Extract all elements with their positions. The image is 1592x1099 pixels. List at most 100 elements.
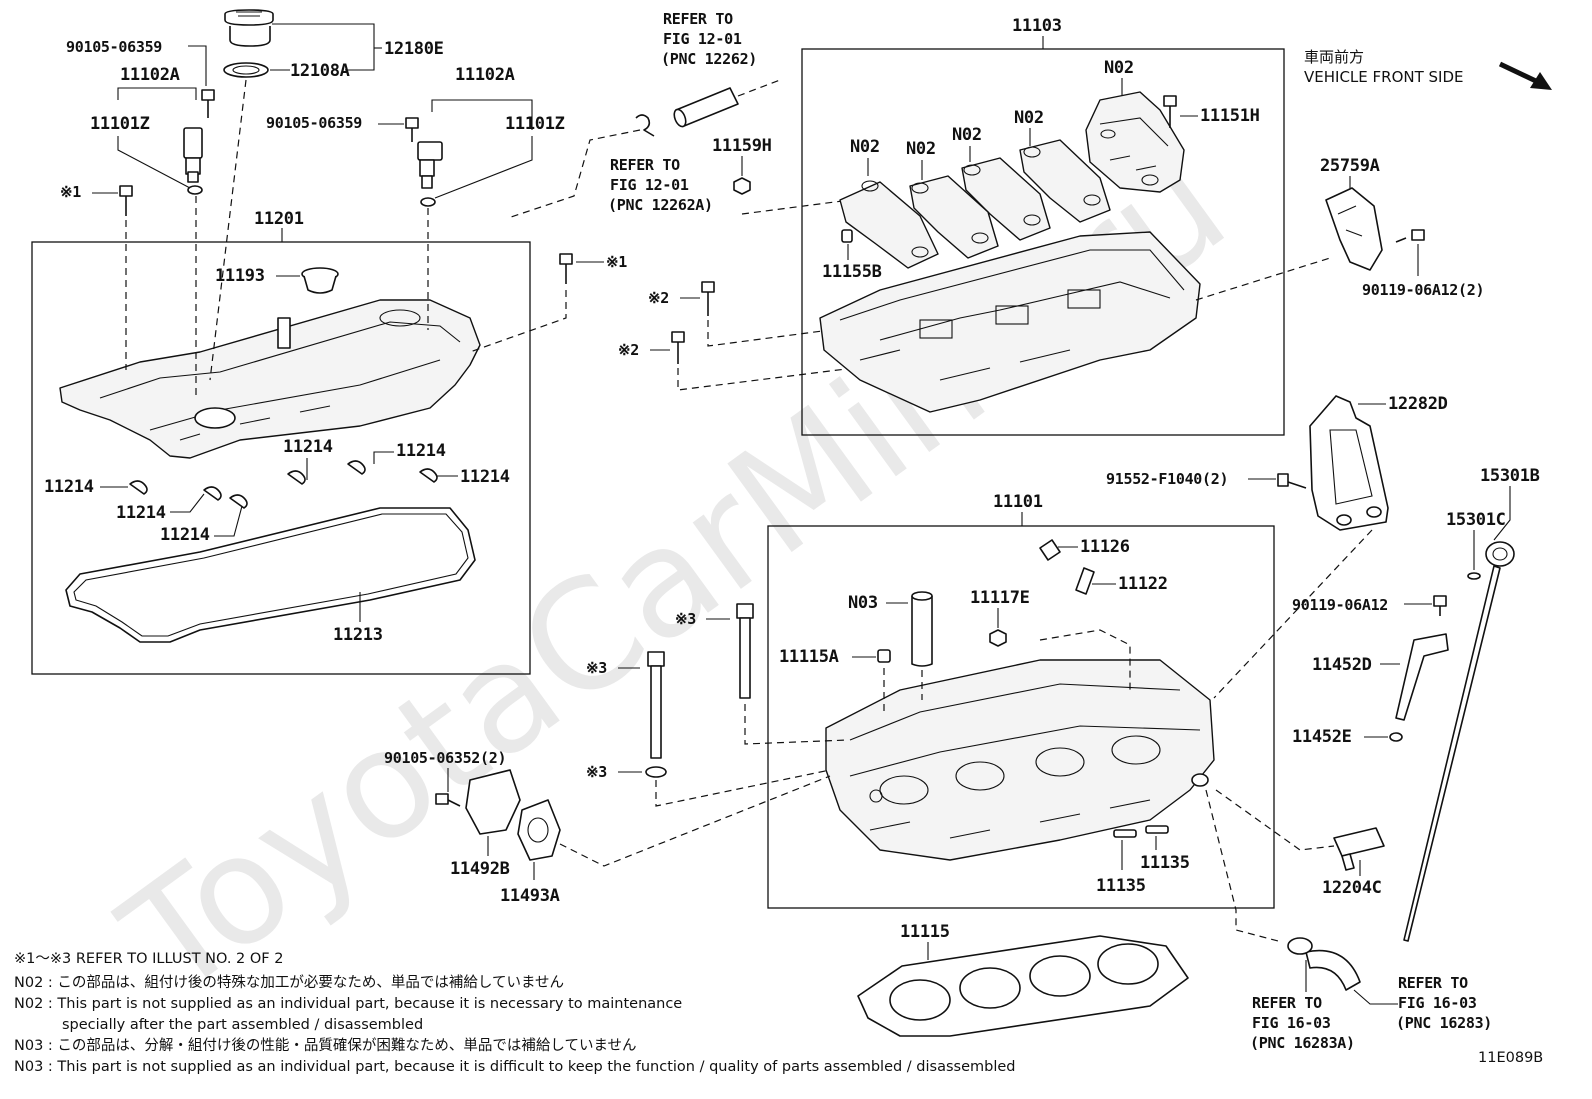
callout-25759A: 25759A (1320, 156, 1380, 176)
bolt-91552-F1040-2[interactable] (1277, 473, 1307, 489)
callout-ref2-a: ※2 (648, 289, 669, 307)
callout-11101Z-b: 11101Z (505, 114, 565, 134)
oil-filler-neck-11193[interactable] (301, 267, 339, 294)
bolt-ref1-a[interactable] (119, 185, 133, 216)
washer-ref3[interactable] (645, 766, 667, 778)
callout-ref3-b: ※3 (586, 659, 607, 677)
pin-11122[interactable] (1075, 567, 1095, 595)
svg-text:(PNC 12262A): (PNC 12262A) (608, 196, 713, 214)
bracket-25759A[interactable] (1325, 187, 1383, 271)
oil-level-gauge-15301B[interactable] (1403, 541, 1515, 942)
callout-11214-b: 11214 (396, 441, 446, 461)
camshaft-position-sensor-a[interactable] (183, 127, 203, 183)
plug-11117E[interactable] (989, 629, 1007, 647)
pin-11135-b[interactable] (1145, 825, 1169, 834)
plug-11214-f[interactable] (229, 494, 248, 509)
svg-text:FIG 12-01: FIG 12-01 (610, 176, 689, 194)
callout-11214-d: 11214 (44, 477, 94, 497)
plug-11214-a[interactable] (287, 470, 306, 485)
svg-text:FIG 16-03: FIG 16-03 (1398, 994, 1477, 1012)
gasket-11493A[interactable] (517, 799, 561, 861)
callout-90105-06352-2: 90105-06352(2) (384, 749, 506, 767)
pin-11115A[interactable] (877, 649, 891, 663)
o-ring-sensor-a[interactable] (187, 185, 203, 195)
sleeve-N03[interactable] (911, 591, 933, 667)
cover-plate-11492B[interactable] (465, 769, 521, 835)
refer-fig12-01-pnc12262[interactable]: REFER TO FIG 12-01 (PNC 12262) (661, 10, 757, 68)
plug-11214-d[interactable] (129, 480, 148, 495)
callout-ref2-b: ※2 (618, 341, 639, 359)
front-arrow-icon (1498, 61, 1552, 90)
nut-11159H[interactable] (733, 177, 751, 195)
camshaft-bearing-cap-2[interactable] (909, 175, 999, 259)
frame-cylinder-head (767, 525, 1275, 909)
callout-ref1-a: ※1 (60, 183, 81, 201)
bolt-90119-06A12[interactable] (1433, 595, 1447, 616)
o-ring-sensor-b[interactable] (420, 197, 436, 207)
bolt-90105-06359-a[interactable] (201, 89, 215, 118)
callout-11159H: 11159H (712, 136, 772, 156)
svg-text:REFER TO: REFER TO (610, 156, 680, 174)
note-line-1: ※1～※3 REFER TO ILLUST NO. 2 OF 2 (14, 951, 283, 967)
bolt-11151H[interactable] (1163, 95, 1177, 128)
callout-11214-f: 11214 (160, 525, 210, 545)
bolt-90105-06359-b[interactable] (405, 117, 419, 142)
engine-hanger-12282D[interactable] (1309, 395, 1389, 531)
hose-clip[interactable] (635, 114, 655, 137)
callout-11452D: 11452D (1312, 655, 1372, 675)
head-cover-gasket-11213[interactable] (65, 507, 476, 643)
callout-12108A: 12108A (290, 61, 350, 81)
callout-N02-a: N02 (850, 137, 880, 157)
cylinder-head-body[interactable] (825, 659, 1215, 861)
callout-11135-b: 11135 (1140, 853, 1190, 873)
callout-11115: 11115 (900, 922, 950, 942)
oil-filler-cap[interactable] (224, 9, 274, 47)
bolt-90105-06352-2[interactable] (435, 793, 461, 807)
camshaft-bearing-cap-4[interactable] (1019, 139, 1111, 223)
cylinder-head-cover-11201[interactable] (59, 299, 481, 459)
callout-11214-a: 11214 (283, 437, 333, 457)
pin-11135-a[interactable] (1113, 829, 1137, 838)
head-bolt-ref3-a[interactable] (736, 603, 754, 699)
knock-pin-11155B[interactable] (841, 229, 853, 243)
callout-11126: 11126 (1080, 537, 1130, 557)
callout-90119-06A12-2: 90119-06A12(2) (1362, 281, 1484, 299)
callout-11102A-b: 11102A (455, 65, 515, 85)
camshaft-housing-body[interactable] (819, 231, 1201, 413)
o-ring-11452E[interactable] (1389, 732, 1403, 742)
bolt-90119-06A12-2[interactable] (1395, 229, 1425, 243)
plug-11214-e[interactable] (203, 486, 222, 501)
camshaft-bearing-cap-3[interactable] (961, 157, 1051, 241)
bolt-ref1-b[interactable] (559, 253, 573, 284)
refer-fig16-03-pnc16283[interactable]: REFER TO FIG 16-03 (PNC 16283) (1396, 974, 1492, 1032)
filler-cap-gasket[interactable] (223, 62, 269, 78)
refer-fig16-03-pnc16283A[interactable]: REFER TO FIG 16-03 (PNC 16283A) (1250, 994, 1355, 1052)
cylinder-head-gasket-11115[interactable] (857, 935, 1189, 1037)
bolt-ref2-b[interactable] (671, 331, 685, 364)
callout-11102A-a: 11102A (120, 65, 180, 85)
callout-11201: 11201 (254, 209, 304, 229)
refer-fig12-01-pnc12262A[interactable]: REFER TO FIG 12-01 (PNC 12262A) (608, 156, 713, 214)
note-line-2: N02 : この部品は、組付け後の特殊な加工が必要なため、単品では補給していませ… (14, 974, 564, 991)
ventilation-pipe[interactable] (672, 87, 739, 128)
callout-12204C: 12204C (1322, 878, 1382, 898)
callout-11214-e: 11214 (116, 503, 166, 523)
plug-11214-b[interactable] (347, 460, 366, 475)
camshaft-bearing-cap-front[interactable] (1085, 91, 1185, 193)
bushing-11126[interactable] (1039, 539, 1061, 561)
dipstick-guide-11452D[interactable] (1395, 633, 1449, 721)
callout-90105-06359-b: 90105-06359 (266, 114, 362, 132)
o-ring-15301C[interactable] (1467, 572, 1481, 580)
callout-11492B: 11492B (450, 859, 510, 879)
plug-11214-c[interactable] (419, 468, 438, 483)
camshaft-bearing-cap-1[interactable] (839, 180, 939, 269)
svg-text:(PNC 16283): (PNC 16283) (1396, 1014, 1492, 1032)
head-bolt-ref3-b[interactable] (647, 651, 665, 759)
callout-90119-06A12: 90119-06A12 (1292, 596, 1388, 614)
bolt-ref2-a[interactable] (701, 281, 715, 316)
camshaft-position-sensor-b[interactable] (417, 141, 443, 189)
water-hose[interactable] (1287, 937, 1361, 991)
sensor-12204C[interactable] (1333, 827, 1385, 871)
callout-11101: 11101 (993, 492, 1043, 512)
note-line-4: specially after the part assembled / dis… (62, 1017, 423, 1033)
